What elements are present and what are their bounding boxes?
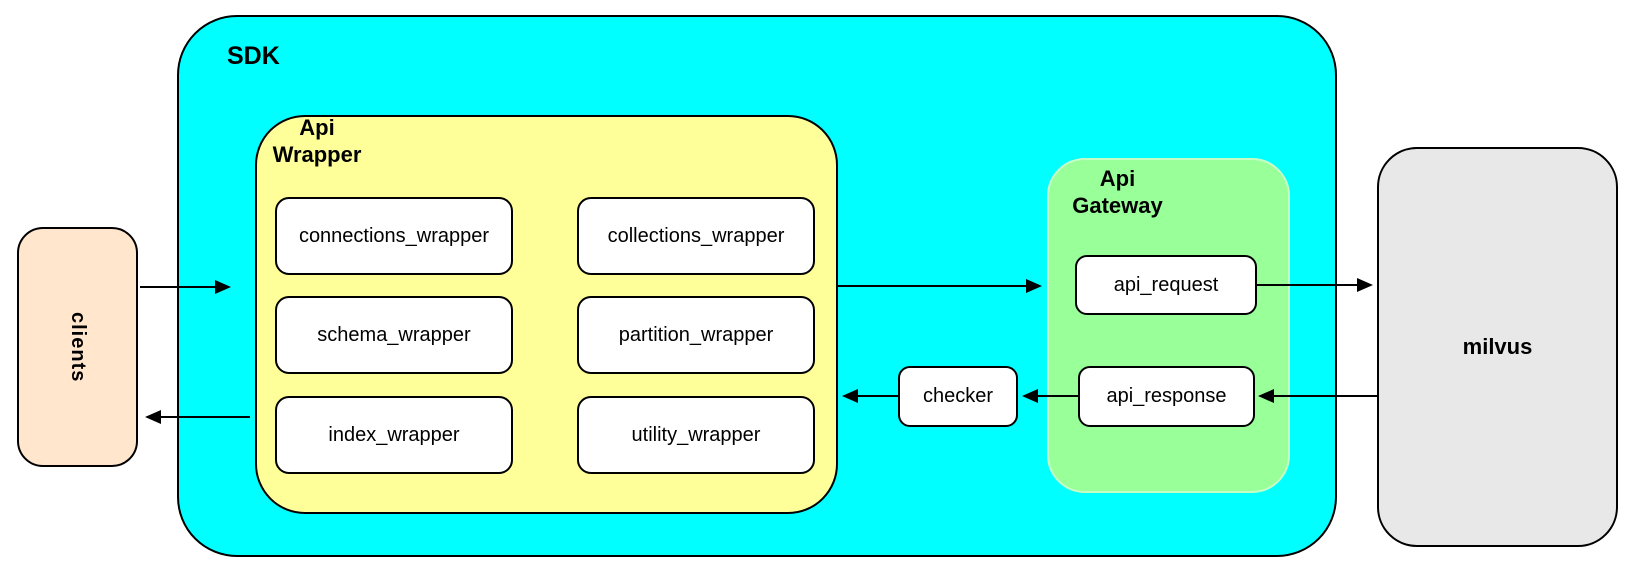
milvus-label: milvus [1462, 334, 1533, 359]
api-gateway-title: Api Gateway [1055, 165, 1180, 219]
connections-wrapper-label: connections_wrapper [298, 224, 490, 247]
checker-box: checker [898, 366, 1018, 427]
api-gateway-title-line1: Api [1099, 166, 1136, 191]
connections-wrapper-box: connections_wrapper [275, 197, 513, 275]
api-response-box: api_response [1078, 366, 1255, 427]
api-request-box: api_request [1075, 255, 1257, 315]
api-request-label: api_request [1113, 273, 1219, 296]
milvus-node: milvus [1377, 147, 1618, 547]
schema-wrapper-box: schema_wrapper [275, 296, 513, 374]
clients-node: clients [17, 227, 138, 467]
collections-wrapper-box: collections_wrapper [577, 197, 815, 275]
collections-wrapper-label: collections_wrapper [607, 224, 785, 247]
index-wrapper-label: index_wrapper [328, 423, 460, 446]
sdk-title: SDK [227, 42, 280, 70]
api-gateway-container [1047, 158, 1290, 493]
api-wrapper-title-line1: Api [299, 115, 335, 140]
utility-wrapper-box: utility_wrapper [577, 396, 815, 474]
api-wrapper-title: Api Wrapper [256, 114, 378, 168]
checker-label: checker [922, 385, 994, 407]
api-wrapper-title-line2: Wrapper [272, 142, 362, 167]
partition-wrapper-box: partition_wrapper [577, 296, 815, 374]
schema-wrapper-label: schema_wrapper [317, 323, 471, 346]
clients-label: clients [67, 311, 89, 383]
partition-wrapper-label: partition_wrapper [618, 323, 774, 346]
utility-wrapper-label: utility_wrapper [631, 423, 761, 446]
index-wrapper-box: index_wrapper [275, 396, 513, 474]
api-gateway-title-line2: Gateway [1072, 193, 1163, 218]
api-response-label: api_response [1106, 385, 1227, 407]
